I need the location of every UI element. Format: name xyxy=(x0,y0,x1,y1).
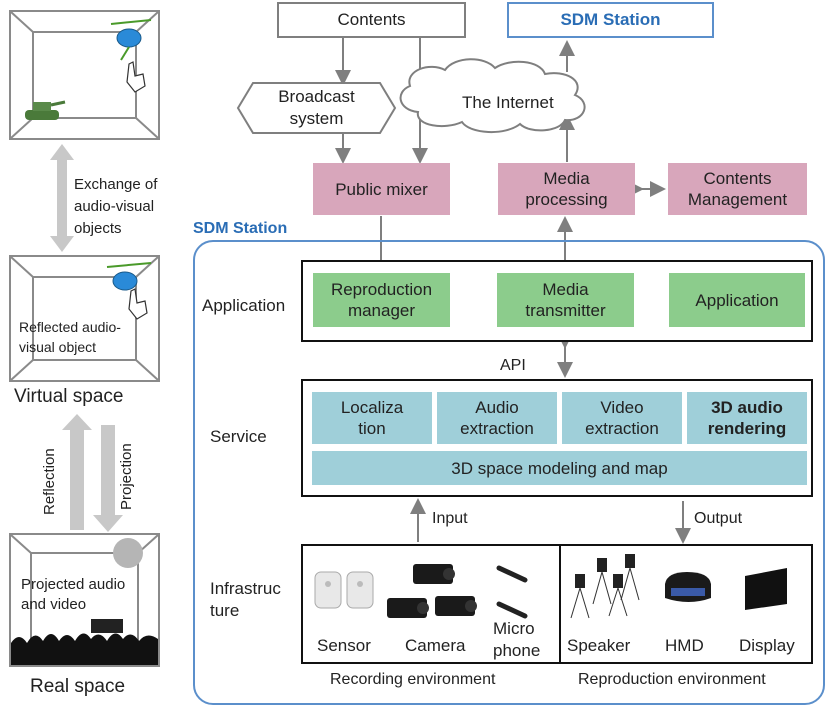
sdm-station-title: SDM Station xyxy=(193,220,288,237)
media-processing-label: Media processing xyxy=(525,169,608,209)
application-box: Application xyxy=(669,273,805,327)
video-extraction-label: Video extraction xyxy=(585,398,659,438)
sdm-station-top-box: SDM Station xyxy=(507,2,714,38)
reproduction-env-label: Reproduction environment xyxy=(578,671,766,688)
public-mixer-box: Public mixer xyxy=(313,163,450,215)
display-icon xyxy=(745,568,787,610)
reflection-label: Reflection xyxy=(41,448,58,515)
hand-cursor-icon xyxy=(128,288,148,320)
sdm-station-top-label: SDM Station xyxy=(560,10,661,29)
virtual-space-label: Virtual space xyxy=(14,386,124,407)
room-perspective-lines xyxy=(11,12,158,138)
video-extraction-box: Video extraction xyxy=(562,392,682,444)
hmd-icon xyxy=(665,572,711,602)
audience-silhouette-icon xyxy=(11,619,158,665)
hand-cursor-icon xyxy=(126,61,146,93)
output-label: Output xyxy=(694,510,743,527)
projected-sphere-icon xyxy=(113,538,143,568)
projected-label: Projected audio and video xyxy=(21,576,126,613)
tank-icon xyxy=(25,100,66,120)
sensor-label: Sensor xyxy=(317,636,371,655)
sdm-station-frame xyxy=(193,240,825,705)
projection-arrow xyxy=(93,425,123,532)
contents-management-label: Contents Management xyxy=(687,169,788,209)
audio-extraction-label: Audio extraction xyxy=(460,398,534,438)
speaker-icon xyxy=(570,554,640,619)
helicopter-icon xyxy=(110,19,152,61)
helicopter-icon xyxy=(106,262,152,291)
contents-management-box: Contents Management xyxy=(668,163,807,215)
hmd-label: HMD xyxy=(665,636,704,655)
projection-label: Projection xyxy=(118,443,135,510)
exchange-label: Exchange of audio-visual objects xyxy=(74,176,158,237)
broadcast-hexagon xyxy=(236,82,397,134)
contents-box: Contents xyxy=(277,2,466,38)
microphone-label: Micro phone xyxy=(493,619,541,660)
virtual-room-bottom: Reflected audio- visual object xyxy=(9,255,160,382)
public-mixer-label: Public mixer xyxy=(335,179,428,199)
service-layer-label: Service xyxy=(210,427,267,446)
media-transmitter-label: Media transmitter xyxy=(525,280,606,320)
application-box-label: Application xyxy=(695,290,779,310)
reflected-object-label: Reflected audio- visual object xyxy=(19,319,121,355)
sensor-icon xyxy=(314,571,374,609)
infrastructure-layer-label: Infrastruc ture xyxy=(210,579,281,620)
recording-env-label: Recording environment xyxy=(330,671,496,688)
internet-label: The Internet xyxy=(462,93,554,112)
input-label: Input xyxy=(432,510,468,527)
camera-label: Camera xyxy=(405,636,466,655)
exchange-double-arrow xyxy=(50,144,74,252)
camera-icon xyxy=(387,564,477,618)
localization-label: Localiza tion xyxy=(340,398,404,438)
reproduction-environment-box: Speaker HMD Display xyxy=(559,544,813,664)
reflection-arrow xyxy=(62,414,92,530)
media-transmitter-box: Media transmitter xyxy=(497,273,634,327)
recording-environment-box: Sensor Camera Micro phone xyxy=(301,544,561,664)
media-processing-box: Media processing xyxy=(498,163,635,215)
space-modeling-label: 3D space modeling and map xyxy=(451,458,668,478)
display-label: Display xyxy=(739,636,795,655)
contents-label: Contents xyxy=(337,10,406,29)
reproduction-manager-box: Reproduction manager xyxy=(313,273,450,327)
virtual-room-top xyxy=(9,10,160,140)
internet-cloud xyxy=(399,58,586,134)
audio-rendering-3d-label: 3D audio rendering xyxy=(707,398,787,438)
real-room: Projected audio and video xyxy=(9,533,160,667)
api-label: API xyxy=(500,357,526,374)
audio-extraction-box: Audio extraction xyxy=(437,392,557,444)
reproduction-manager-label: Reproduction manager xyxy=(330,280,433,320)
broadcast-label: Broadcast system xyxy=(278,87,355,128)
application-layer-label: Application xyxy=(202,296,286,315)
audio-rendering-3d-box: 3D audio rendering xyxy=(687,392,807,444)
real-space-label: Real space xyxy=(30,676,126,697)
localization-box: Localiza tion xyxy=(312,392,432,444)
speaker-label: Speaker xyxy=(567,636,631,655)
microphone-icon xyxy=(496,565,528,619)
space-modeling-box: 3D space modeling and map xyxy=(312,451,807,485)
